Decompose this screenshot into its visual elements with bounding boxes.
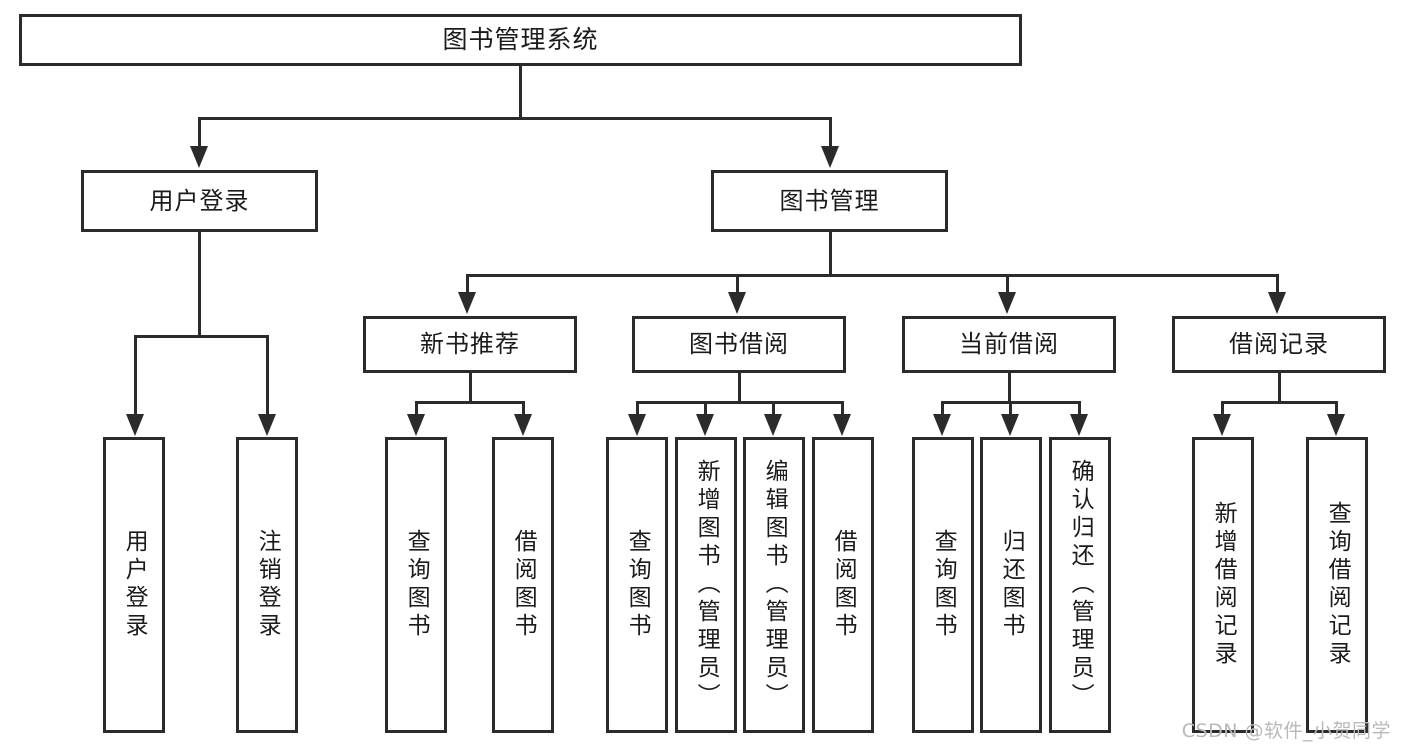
leaf-book-borrow-borrow[interactable]: 借阅图书: [812, 437, 874, 733]
connector-root-bus: [198, 117, 832, 120]
arrowhead-userlogin-leaf-2: [258, 414, 276, 436]
arrowhead-currentborrow-leaf-3: [1070, 414, 1088, 436]
connector-bookborrow-drop-3: [772, 401, 775, 416]
arrowhead-userlogin-leaf-1: [126, 414, 144, 436]
node-label: 查询图书: [930, 529, 957, 641]
arrowhead-root-to-user: [190, 146, 208, 168]
connector-root-drop-user: [198, 117, 201, 148]
node-label: 归还图书: [998, 529, 1025, 641]
leaf-current-borrow-query[interactable]: 查询图书: [912, 437, 974, 733]
connector-borrowrecord-stem: [1278, 373, 1281, 401]
connector-bookborrow-bus: [636, 401, 844, 404]
leaf-new-book-borrow[interactable]: 借阅图书: [492, 437, 554, 733]
connector-currentborrow-drop-3: [1078, 401, 1081, 416]
arrowhead-bookborrow-leaf-4: [833, 414, 851, 436]
connector-userlogin-drop-2: [266, 335, 269, 416]
connector-root-drop-book: [829, 117, 832, 148]
leaf-borrow-record-query[interactable]: 查询借阅记录: [1306, 437, 1368, 733]
arrowhead-borrowrecord-leaf-2: [1327, 414, 1345, 436]
arrowhead-root-to-book: [821, 146, 839, 168]
node-new-book-recommend[interactable]: 新书推荐: [363, 316, 577, 373]
node-label: 查询图书: [403, 529, 430, 641]
connector-bookmgmt-stem: [829, 232, 832, 274]
node-label: 图书管理: [779, 186, 880, 215]
arrowhead-bookborrow-leaf-3: [764, 414, 782, 436]
connector-newbook-drop-1: [415, 401, 418, 416]
connector-borrowrecord-bus: [1221, 401, 1338, 404]
node-root-system[interactable]: 图书管理系统: [19, 14, 1022, 66]
connector-bookmgmt-drop-1: [466, 274, 469, 294]
connector-userlogin-bus: [134, 335, 269, 338]
connector-currentborrow-drop-1: [941, 401, 944, 416]
arrowhead-borrowrecord-leaf-1: [1213, 414, 1231, 436]
arrowhead-currentborrow-leaf-2: [1001, 414, 1019, 436]
node-label: 用户登录: [149, 186, 250, 215]
node-borrow-record[interactable]: 借阅记录: [1172, 316, 1386, 373]
connector-bookborrow-drop-2: [704, 401, 707, 416]
node-label: 查询图书: [624, 529, 651, 641]
node-label: 新书推荐: [420, 330, 520, 359]
node-label: 新增借阅记录: [1210, 501, 1237, 669]
arrowhead-bookmgmt-to-record: [1268, 292, 1286, 314]
node-label: 图书管理系统: [442, 25, 599, 55]
node-current-borrow[interactable]: 当前借阅: [902, 316, 1116, 373]
node-label: 编辑图书（管理员）: [761, 459, 788, 711]
leaf-user-login-logout[interactable]: 注销登录: [236, 437, 298, 733]
arrowhead-newbook-leaf-2: [514, 414, 532, 436]
node-label: 注销登录: [254, 529, 281, 641]
connector-bookmgmt-drop-4: [1276, 274, 1279, 294]
arrowhead-bookborrow-leaf-2: [696, 414, 714, 436]
node-label: 确认归还（管理员）: [1067, 459, 1094, 711]
leaf-borrow-record-add[interactable]: 新增借阅记录: [1192, 437, 1254, 733]
node-label: 图书借阅: [689, 330, 789, 359]
connector-bookborrow-drop-1: [636, 401, 639, 416]
arrowhead-bookmgmt-to-current: [998, 292, 1016, 314]
node-label: 借阅记录: [1229, 330, 1329, 359]
connector-newbook-stem: [469, 373, 472, 401]
node-label: 借阅图书: [830, 529, 857, 641]
connector-bookmgmt-drop-2: [736, 274, 739, 294]
leaf-new-book-query[interactable]: 查询图书: [385, 437, 447, 733]
leaf-book-borrow-edit[interactable]: 编辑图书（管理员）: [743, 437, 805, 733]
leaf-user-login-login[interactable]: 用户登录: [103, 437, 165, 733]
node-label: 借阅图书: [510, 529, 537, 641]
connector-bookborrow-stem: [738, 373, 741, 401]
connector-userlogin-drop-1: [134, 335, 137, 416]
leaf-book-borrow-query[interactable]: 查询图书: [606, 437, 668, 733]
node-label: 查询借阅记录: [1324, 501, 1351, 669]
leaf-current-borrow-confirm-return[interactable]: 确认归还（管理员）: [1049, 437, 1111, 733]
leaf-book-borrow-add[interactable]: 新增图书（管理员）: [675, 437, 737, 733]
connector-bookmgmt-bus: [466, 274, 1279, 277]
arrowhead-bookmgmt-to-newbook: [458, 292, 476, 314]
arrowhead-bookmgmt-to-borrow: [728, 292, 746, 314]
connector-borrowrecord-drop-2: [1335, 401, 1338, 416]
node-label: 用户登录: [121, 529, 148, 641]
arrowhead-currentborrow-leaf-1: [933, 414, 951, 436]
connector-newbook-bus: [415, 401, 525, 404]
node-label: 当前借阅: [959, 330, 1059, 359]
connector-borrowrecord-drop-1: [1221, 401, 1224, 416]
connector-bookmgmt-drop-3: [1006, 274, 1009, 294]
connector-newbook-drop-2: [522, 401, 525, 416]
node-book-borrow[interactable]: 图书借阅: [632, 316, 846, 373]
connector-currentborrow-stem: [1008, 373, 1011, 401]
node-label: 新增图书（管理员）: [693, 459, 720, 711]
leaf-current-borrow-return[interactable]: 归还图书: [980, 437, 1042, 733]
node-book-management[interactable]: 图书管理: [711, 170, 948, 232]
connector-bookborrow-drop-4: [841, 401, 844, 416]
connector-currentborrow-drop-2: [1009, 401, 1012, 416]
arrowhead-newbook-leaf-1: [407, 414, 425, 436]
connector-userlogin-stem: [198, 232, 201, 335]
connector-root-stem: [519, 66, 522, 117]
arrowhead-bookborrow-leaf-1: [628, 414, 646, 436]
node-user-login[interactable]: 用户登录: [81, 170, 318, 232]
